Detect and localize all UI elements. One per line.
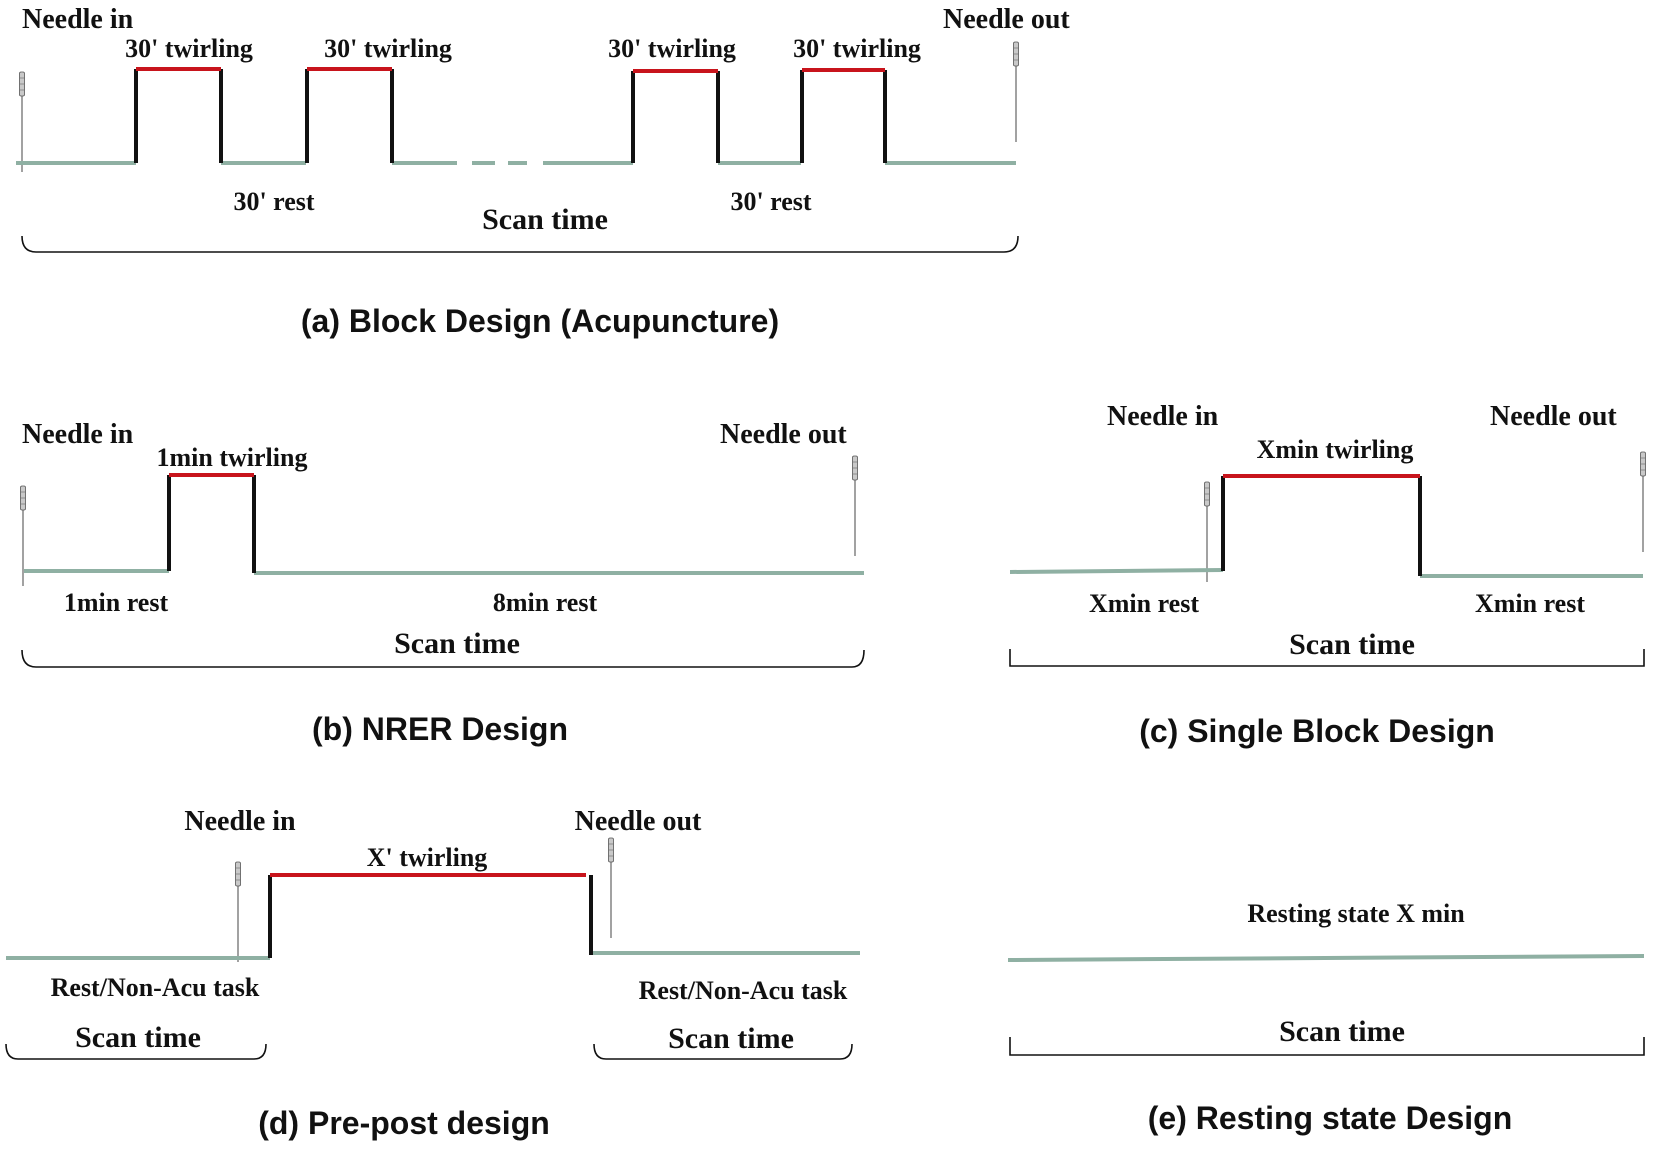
- panel-a-block-design: Needle in Needle out 30' twirling 30' tw…: [16, 4, 1070, 339]
- panel-c-scan-time-label: Scan time: [1289, 628, 1415, 661]
- panel-c-needle-in-label: Needle in: [1107, 401, 1219, 432]
- panel-b-nrer-design: Needle in Needle out 1min twirling 1min …: [19, 419, 865, 747]
- panel-a-scan-time-bracket: [21, 235, 1019, 253]
- panel-d-rest-after-label: Rest/Non-Acu task: [639, 976, 848, 1005]
- panel-c-twirl-block: [1221, 474, 1422, 576]
- panel-a-rest-label-2: 30' rest: [730, 187, 811, 216]
- panel-c-rest-before: [1009, 568, 1224, 574]
- panel-d-twirl-label: X' twirling: [367, 843, 488, 872]
- panel-a-twirl-label-2: 30' twirling: [324, 34, 452, 63]
- panel-e-resting-state-design: Resting state X min Scan time (e) Restin…: [1007, 899, 1645, 1136]
- panel-e-scan-time-bracket: [1009, 1037, 1645, 1056]
- panel-d-needle-out-label: Needle out: [575, 806, 702, 837]
- panel-a-rest-label-1: 30' rest: [233, 187, 314, 216]
- panel-c-rest-before-label: Xmin rest: [1089, 589, 1199, 618]
- panel-a-block-4: [800, 68, 887, 163]
- panel-a-needle-in-label: Needle in: [22, 4, 134, 35]
- panel-c-needle-in-icon: [1203, 481, 1211, 583]
- panel-e-rest-line: [1007, 954, 1645, 962]
- panel-d-needle-in-icon: [234, 861, 242, 963]
- panel-a-twirl-label-4: 30' twirling: [793, 34, 921, 63]
- panel-a-block-1: [134, 67, 223, 163]
- panel-d-scan-time-after-bracket: [593, 1043, 853, 1060]
- panel-b-scan-time-label: Scan time: [394, 627, 520, 660]
- panel-b-twirl-block: [167, 473, 256, 573]
- panel-a-caption: (a) Block Design (Acupuncture): [301, 303, 779, 339]
- panel-d-caption: (d) Pre-post design: [258, 1105, 550, 1141]
- panel-d-scan-time-after-label: Scan time: [668, 1022, 794, 1055]
- panel-a-twirl-label-1: 30' twirling: [125, 34, 253, 63]
- panel-d-twirl-block: [268, 873, 593, 958]
- panel-e-scan-time-label: Scan time: [1279, 1015, 1405, 1048]
- panel-d-pre-post-design: Needle in Needle out X' twirling Rest/No…: [5, 806, 860, 1141]
- panel-e-state-label: Resting state X min: [1247, 899, 1465, 928]
- panel-a-needle-out-icon: [1012, 41, 1020, 143]
- panel-d-rest-before-label: Rest/Non-Acu task: [51, 973, 260, 1002]
- panel-a-block-2: [305, 67, 394, 163]
- panel-b-caption: (b) NRER Design: [312, 711, 568, 747]
- panel-b-twirl-label: 1min twirling: [157, 443, 308, 472]
- panel-d-needle-out-icon: [607, 837, 615, 939]
- panel-b-rest-after-label: 8min rest: [493, 588, 598, 617]
- panel-e-caption: (e) Resting state Design: [1148, 1100, 1513, 1136]
- panel-b-rest-before-label: 1min rest: [64, 588, 169, 617]
- panel-a-block-3: [631, 69, 720, 163]
- panel-d-scan-time-before-label: Scan time: [75, 1021, 201, 1054]
- panel-c-single-block-design: Needle in Needle out Xmin twirling Xmin …: [1009, 401, 1647, 749]
- panel-a-scan-time-label: Scan time: [482, 203, 608, 236]
- panel-c-needle-out-icon: [1639, 451, 1647, 553]
- panel-b-scan-time-bracket: [21, 649, 865, 668]
- panel-c-needle-out-label: Needle out: [1490, 401, 1617, 432]
- panel-c-scan-time-bracket: [1009, 649, 1645, 667]
- panel-b-needle-in-label: Needle in: [22, 419, 134, 450]
- panel-c-caption: (c) Single Block Design: [1139, 713, 1495, 749]
- panel-b-needle-out-label: Needle out: [720, 419, 847, 450]
- panel-c-twirl-label: Xmin twirling: [1257, 435, 1414, 464]
- panel-d-scan-time-before-bracket: [5, 1043, 267, 1060]
- panel-a-twirl-label-3: 30' twirling: [608, 34, 736, 63]
- panel-c-rest-after-label: Xmin rest: [1475, 589, 1585, 618]
- panel-a-needle-in-icon: [18, 71, 26, 173]
- panel-d-needle-in-label: Needle in: [184, 806, 296, 837]
- panel-a-needle-out-label: Needle out: [943, 4, 1070, 35]
- panel-b-needle-out-icon: [851, 455, 859, 557]
